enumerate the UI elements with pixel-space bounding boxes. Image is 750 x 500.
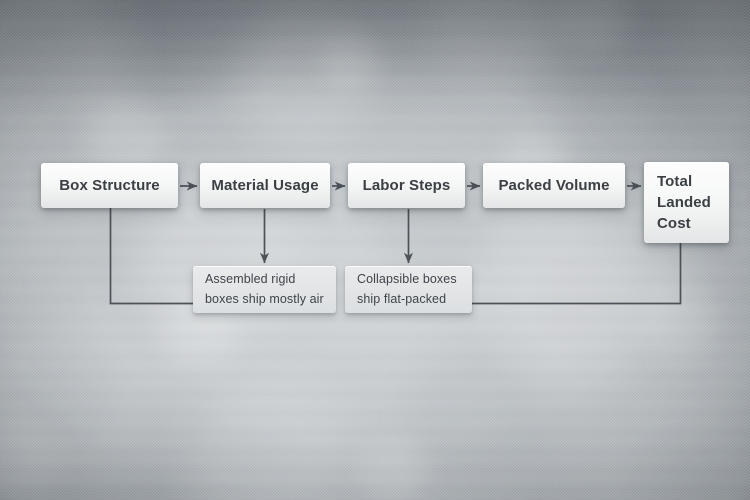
node-packed-volume[interactable]: Packed Volume: [483, 163, 625, 208]
node-material-usage[interactable]: Material Usage: [200, 163, 330, 208]
node-box-structure[interactable]: Box Structure: [41, 163, 178, 208]
node-label: Assembled rigid boxes ship mostly air: [205, 272, 324, 306]
node-total-landed-cost[interactable]: Total Landed Cost: [644, 162, 729, 243]
node-label: Box Structure: [59, 177, 160, 194]
node-collapsible-note[interactable]: Collapsible boxes ship flat-packed: [345, 266, 472, 313]
node-label: Total Landed Cost: [657, 172, 711, 233]
node-labor-steps[interactable]: Labor Steps: [348, 163, 465, 208]
node-label: Collapsible boxes ship flat-packed: [357, 272, 457, 306]
connector-box-structure-to-assembled-note: [109, 207, 194, 305]
node-label: Packed Volume: [498, 177, 610, 194]
node-assembled-rigid-note[interactable]: Assembled rigid boxes ship mostly air: [193, 266, 336, 313]
node-label: Material Usage: [211, 177, 319, 194]
connector-total-landed-cost-to-collapsible-note: [471, 242, 682, 305]
node-label: Labor Steps: [362, 177, 451, 194]
